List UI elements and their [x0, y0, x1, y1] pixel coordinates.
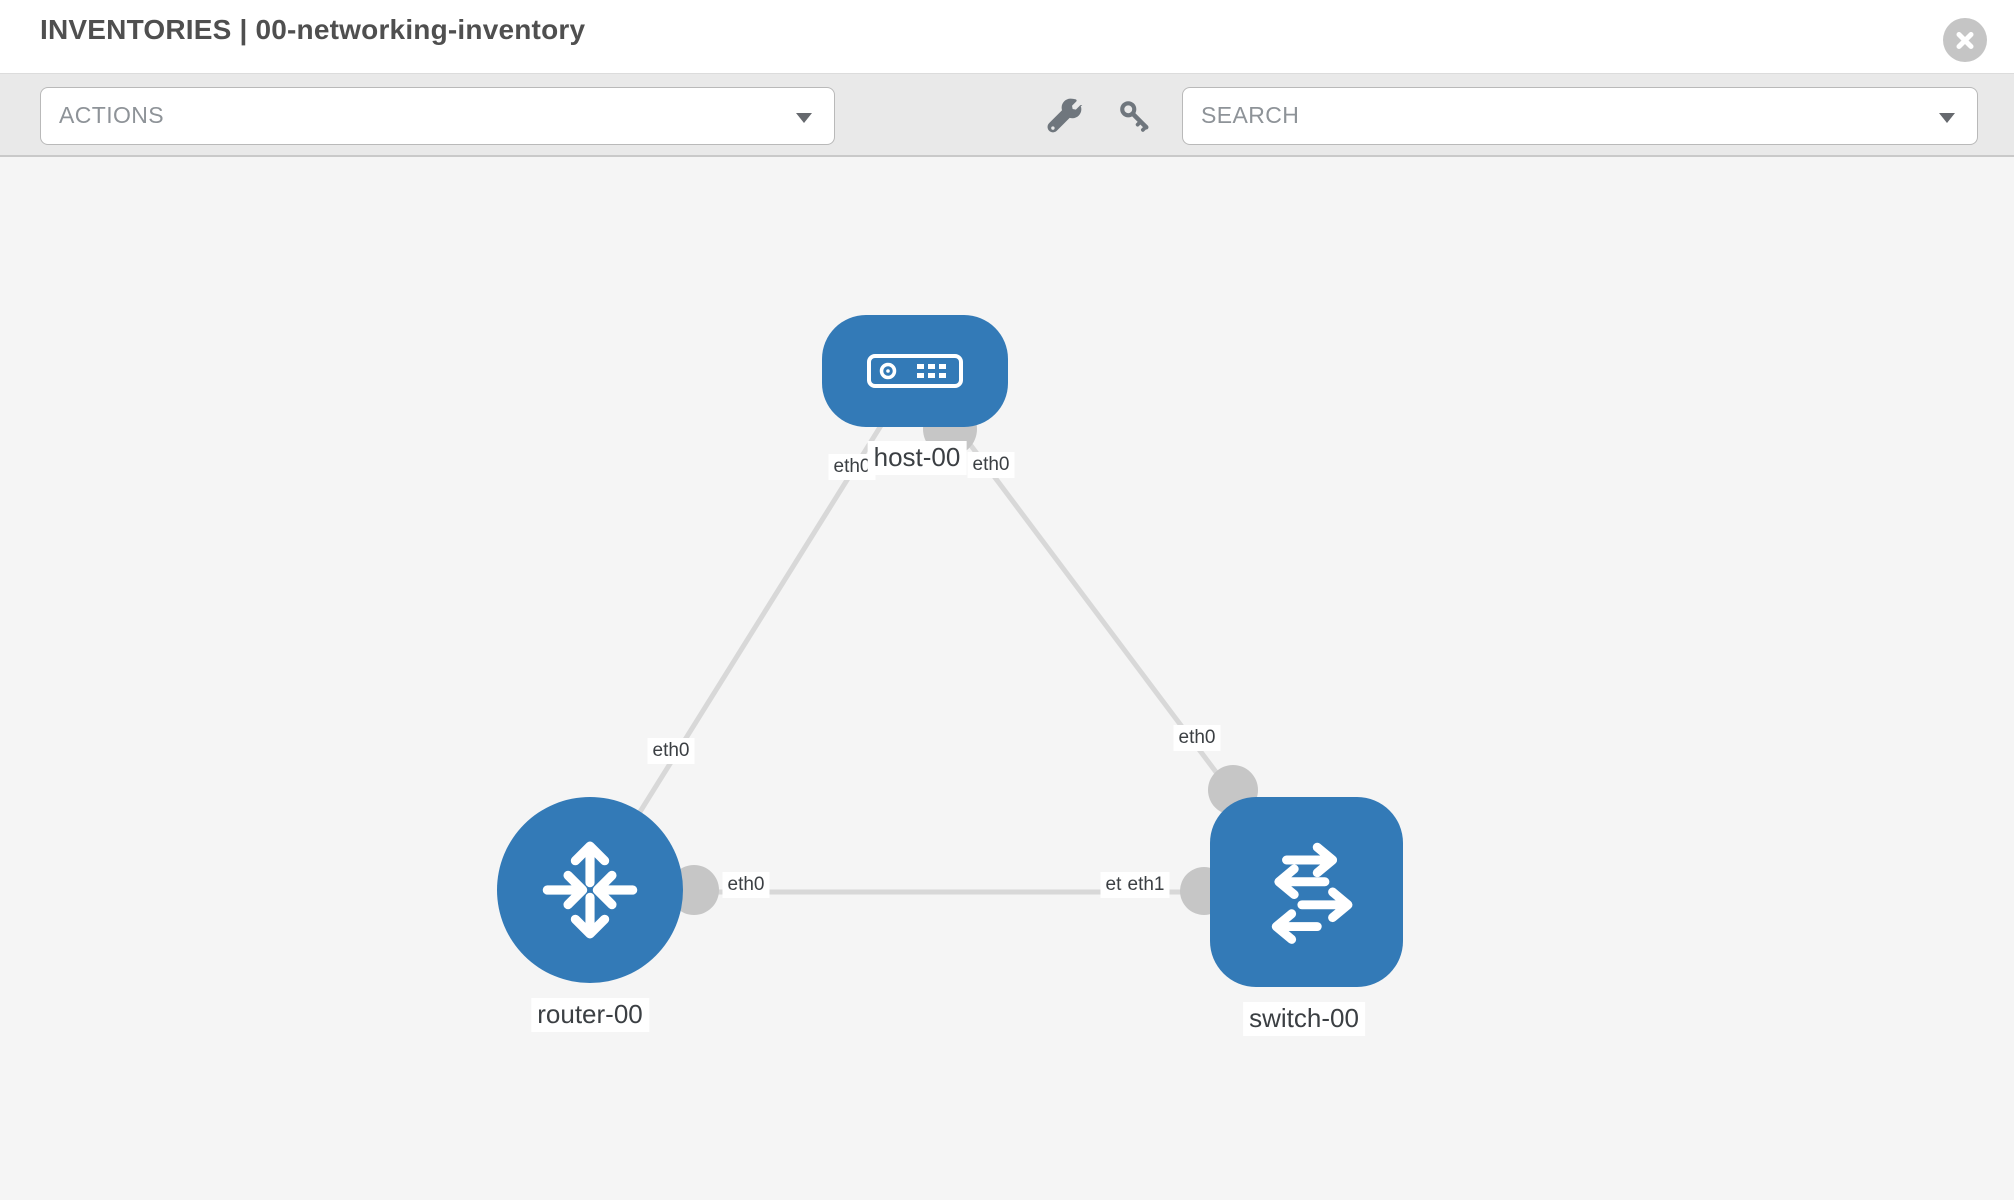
chevron-down-icon [1939, 113, 1955, 123]
interface-label-eth0: eth0 [722, 872, 770, 898]
node-label-switch-00: switch-00 [1243, 1002, 1365, 1036]
node-router-00[interactable] [497, 797, 683, 983]
interface-label-eth0: eth0 [967, 452, 1015, 478]
close-icon[interactable] [1943, 18, 1987, 62]
wrench-icon[interactable] [1047, 98, 1083, 134]
node-switch-00[interactable] [1210, 797, 1403, 987]
topology-canvas[interactable]: host-00 router-00 switch-00 eth0 eth0 et… [0, 157, 2014, 1200]
server-appliance-icon [867, 354, 963, 388]
interface-label-eth0: eth0 [1173, 725, 1221, 751]
toolbar: ACTIONS SEARCH [0, 73, 2014, 157]
node-host-00[interactable] [822, 315, 1008, 427]
page-title: INVENTORIES | 00-networking-inventory [40, 14, 586, 45]
topology-links [587, 369, 1308, 895]
node-label-router-00: router-00 [531, 998, 649, 1032]
actions-dropdown-label: ACTIONS [59, 102, 165, 128]
crossing-arrows-icon [1271, 842, 1352, 944]
header: INVENTORIES | 00-networking-inventory [0, 0, 2014, 73]
interface-label-eth0: eth0 [828, 454, 876, 480]
chevron-down-icon [796, 113, 812, 123]
search-dropdown[interactable]: SEARCH [1182, 87, 1978, 145]
node-label-host-00: host-00 [867, 441, 967, 475]
search-dropdown-label: SEARCH [1201, 102, 1300, 128]
key-icon[interactable] [1117, 98, 1153, 134]
actions-dropdown[interactable]: ACTIONS [40, 87, 835, 145]
interface-label-eth0: eth0 [647, 738, 695, 764]
interface-label-eth1: eth1 [1122, 872, 1170, 898]
four-way-arrows-icon [542, 841, 638, 939]
